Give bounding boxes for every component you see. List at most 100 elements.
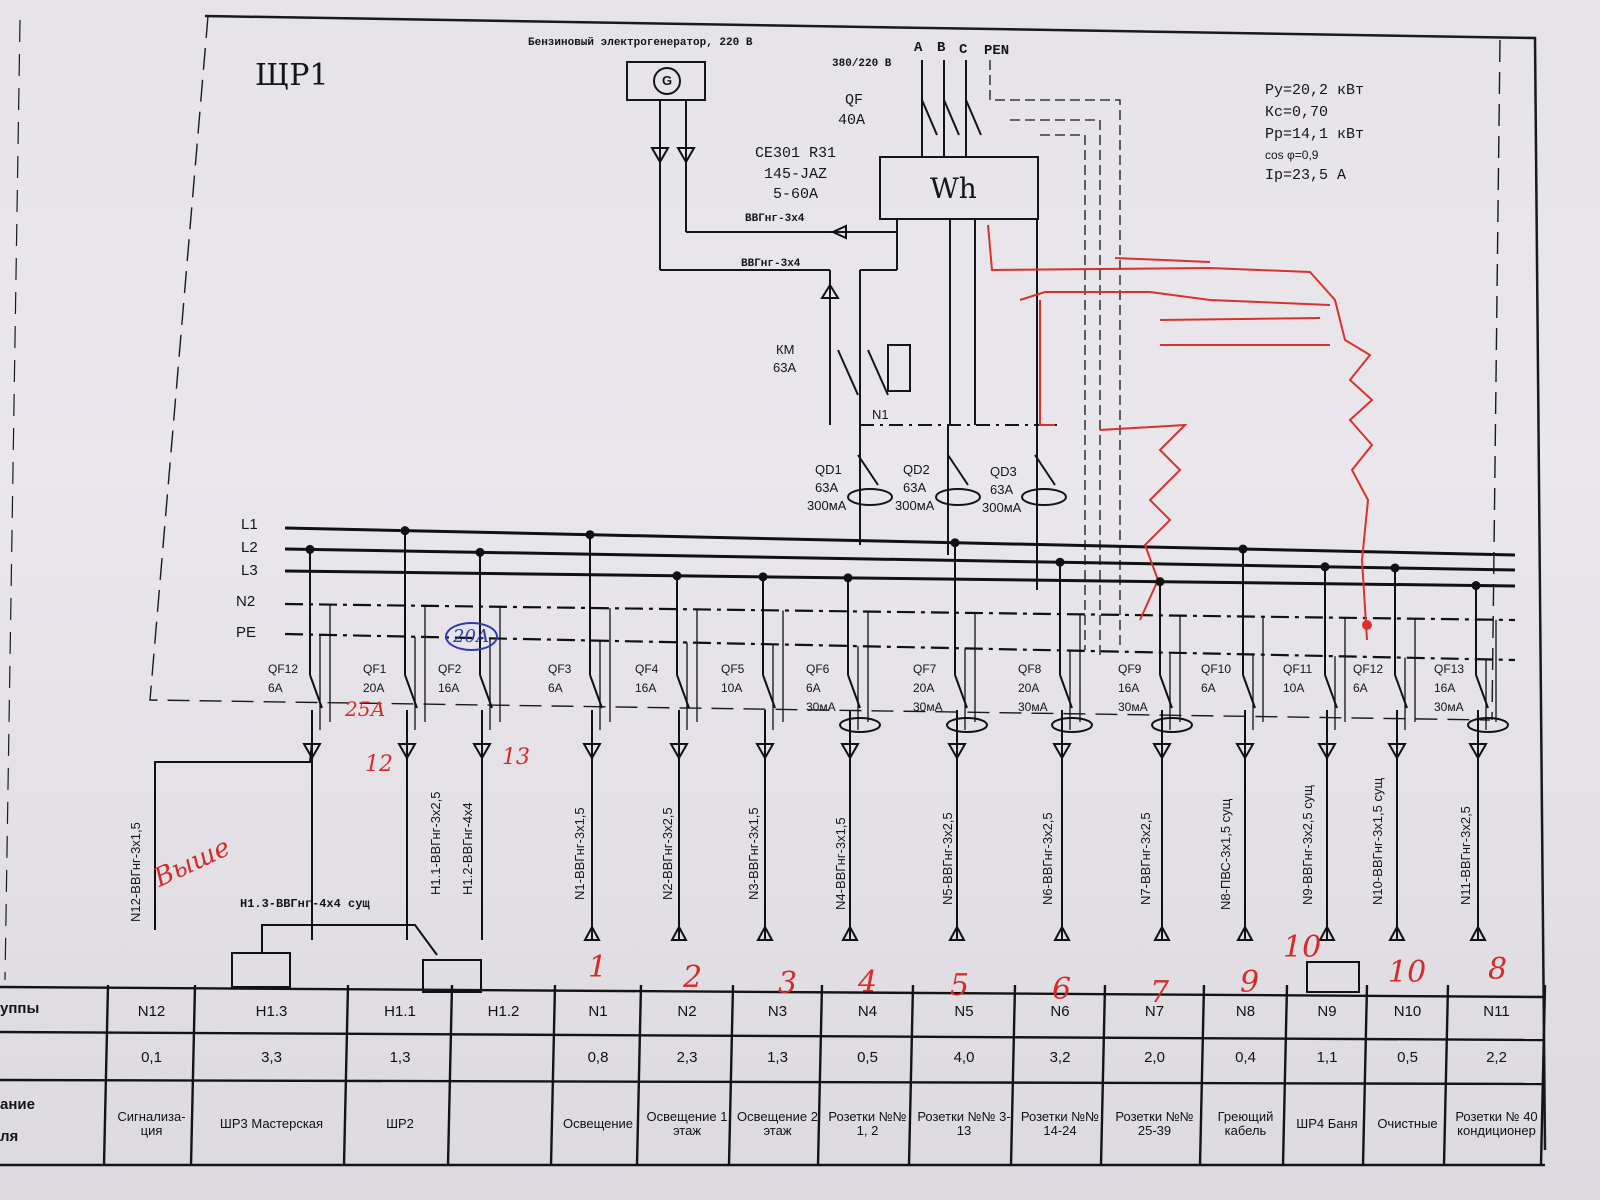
load-arrow-7 xyxy=(841,924,859,941)
bus-label-n2: N2 xyxy=(236,593,256,610)
breaker-10-name: QF9 xyxy=(1118,662,1142,676)
load-arrow-9 xyxy=(1053,924,1071,941)
load-box-shr4 xyxy=(1306,961,1360,993)
table-group-1: N12 xyxy=(137,1002,166,1020)
bus-junction-6 xyxy=(758,572,768,582)
table-power-7: 1,3 xyxy=(767,1048,788,1066)
table-power-13: 1,1 xyxy=(1316,1048,1338,1066)
table-column-line-9 xyxy=(907,984,915,1166)
breaker-output-arrow-7 xyxy=(840,743,860,761)
table-column-line-3 xyxy=(342,984,350,1166)
table-column-line-5 xyxy=(549,984,557,1166)
table-name-11: Розетки №№ 25-39 xyxy=(1115,1108,1194,1138)
bus-label-pe: PE xyxy=(236,624,257,641)
handwritten-under-3: 3 xyxy=(778,966,798,1001)
breaker-4-name: QF3 xyxy=(548,662,572,676)
breaker-12-rating: 10А xyxy=(1283,681,1305,695)
handwritten-qf2-note: 20А xyxy=(445,622,498,651)
table-name-6: Освещение 1 этаж xyxy=(646,1108,728,1138)
handwritten-under-5: 5 xyxy=(950,968,970,1003)
cable-label-12: N9-ВВГнг-3х2,5 сущ xyxy=(1300,785,1315,905)
table-group-14: N10 xyxy=(1393,1002,1422,1020)
table-left-label-3: ля xyxy=(0,1128,19,1145)
red-markup xyxy=(987,224,1374,641)
load-arrow-6 xyxy=(756,924,774,941)
phase-pen: PEN xyxy=(984,43,1010,59)
table-name-14: Очистные xyxy=(1377,1115,1438,1131)
supply-voltage: 380/220 В xyxy=(832,58,892,70)
table-name-4 xyxy=(452,1084,555,1164)
handwritten-under-7: 7 xyxy=(1150,975,1170,1010)
breaker-3-rating: 16А xyxy=(438,681,460,695)
breaker-output-arrow-12 xyxy=(1317,743,1337,761)
breaker-8-name: QF7 xyxy=(913,662,937,676)
breaker-11-rating: 6А xyxy=(1201,681,1216,695)
breaker-14-name: QF13 xyxy=(1434,662,1465,676)
handwritten-under-9: 10 xyxy=(1283,930,1322,965)
load-arrow-5 xyxy=(670,924,688,941)
breaker-output-arrow-6 xyxy=(755,743,775,761)
bus-junction-2 xyxy=(400,526,410,536)
breaker-7-rating: 6А xyxy=(806,681,821,695)
table-name-15: Розетки № 40 кондиционер xyxy=(1455,1108,1538,1138)
table-group-12: N8 xyxy=(1235,1002,1256,1020)
table-group-7: N3 xyxy=(767,1002,788,1020)
meter-symbol-label: Wh xyxy=(930,172,977,205)
breaker-output-arrow-14 xyxy=(1468,743,1488,761)
breaker-output-arrow-10 xyxy=(1152,743,1172,761)
load-box-n13 xyxy=(231,952,291,988)
table-group-8: N4 xyxy=(857,1002,878,1020)
handwritten-qf1-note: 25А xyxy=(345,697,386,721)
load-arrow-11 xyxy=(1236,924,1254,941)
load-arrow-13 xyxy=(1388,924,1406,941)
breaker-5-name: QF4 xyxy=(635,662,659,676)
bus-junction-14 xyxy=(1471,581,1481,591)
meter-box xyxy=(879,156,1039,220)
table-column-line-6 xyxy=(635,984,643,1166)
contactor-rating: 63А xyxy=(773,360,797,375)
table-power-3: 1,3 xyxy=(389,1048,411,1066)
contactor-name: КМ xyxy=(776,342,795,357)
breaker-9-rating: 20А xyxy=(1018,681,1040,695)
load-arrow-14 xyxy=(1469,924,1487,941)
table-power-1: 0,1 xyxy=(141,1048,162,1066)
table-power-4 xyxy=(452,1036,555,1080)
phase-b: B xyxy=(937,40,946,56)
breaker-14-rating: 16А xyxy=(1434,681,1456,695)
rcd-2-name: QD2 xyxy=(903,462,930,477)
bus-junction-8 xyxy=(950,538,960,548)
existing-cable-label: Н1.3-ВВГнг-4х4 сущ xyxy=(240,897,370,911)
handwritten-under-6: 6 xyxy=(1052,972,1072,1007)
bus-junction-5 xyxy=(672,571,682,581)
table-name-8: Розетки №№ 1, 2 xyxy=(828,1108,907,1138)
bus-junction-12 xyxy=(1320,562,1330,572)
loads-table-grid xyxy=(0,985,1546,1167)
meter-model: CE301 R31 xyxy=(755,145,837,162)
summary-cos: cos φ=0,9 xyxy=(1265,148,1319,162)
rcd-3-name: QD3 xyxy=(990,464,1017,479)
table-column-line-15 xyxy=(1442,984,1450,1166)
breaker-13-rating: 6А xyxy=(1353,681,1368,695)
feed-cable-1: ВВГнг-3х4 xyxy=(745,213,805,225)
table-power-9: 4,0 xyxy=(953,1048,975,1066)
bus-label-l3: L3 xyxy=(241,562,258,579)
drawing-frame xyxy=(4,14,1547,1151)
cable-label-14: N11-ВВГнг-3х2,5 xyxy=(1458,806,1473,905)
generator-label: Бензиновый электрогенератор, 220 В xyxy=(528,37,753,49)
summary-kc: Кс=0,70 xyxy=(1265,104,1329,121)
bus-junction-3 xyxy=(475,547,485,557)
table-name-5: Освещение xyxy=(562,1115,634,1131)
handwritten-under-4: 4 xyxy=(858,965,878,1000)
breaker-10-rating: 16А xyxy=(1118,681,1140,695)
breaker-output-arrow-9 xyxy=(1052,743,1072,761)
breaker-4-rating: 6А xyxy=(548,681,563,695)
cable-label-3: Н1.2-ВВГнг-4х4 xyxy=(460,802,475,895)
cable-label-9: N6-ВВГнг-3х2,5 xyxy=(1040,812,1055,905)
table-column-line-8 xyxy=(816,984,824,1166)
table-left-label-1: уппы xyxy=(0,1000,40,1017)
table-column-line-11 xyxy=(1099,984,1107,1166)
breaker-2-rating: 20А xyxy=(363,681,385,695)
table-group-15: N11 xyxy=(1483,1002,1510,1020)
bus-junction-10 xyxy=(1155,577,1165,587)
